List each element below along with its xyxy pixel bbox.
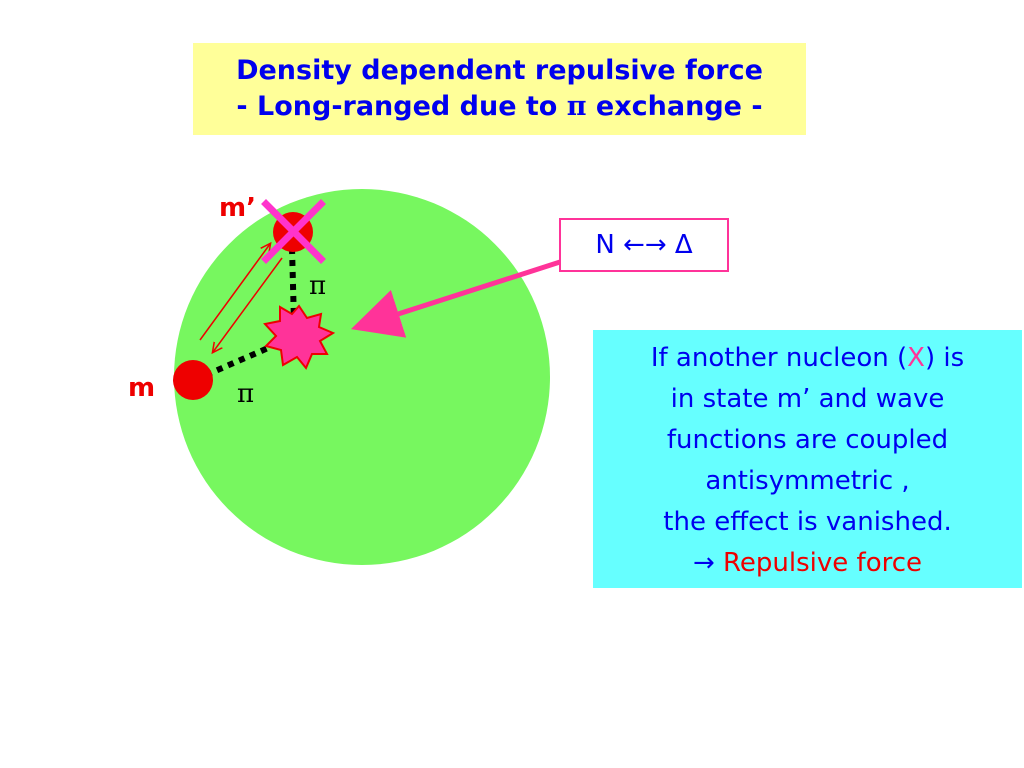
title-box: Density dependent repulsive force - Long… [193, 43, 806, 135]
info-line-5: the effect is vanished. [663, 507, 952, 537]
label-m-prime: m’ [219, 193, 256, 223]
title-line-2-end: exchange - [586, 91, 763, 122]
title-line-1: Density dependent repulsive force [236, 55, 763, 86]
nucleon-x-symbol: X [907, 343, 925, 373]
label-m: m [128, 373, 155, 403]
info-line-2: in state m’ and wave [670, 384, 945, 414]
info-line-4: antisymmetric , [705, 466, 910, 496]
info-line-1-end: ) is [924, 343, 965, 373]
nucleon-symbol: N [595, 230, 615, 260]
title-line-2: - Long-ranged due to π exchange - [193, 89, 806, 125]
label-pi-top: π [309, 271, 326, 301]
conclusion-text: Repulsive force [723, 548, 923, 578]
right-arrow-icon: → [692, 548, 715, 578]
delta-symbol: Δ [674, 230, 693, 260]
red-arrow-up [199, 244, 270, 341]
blocked-cross-icon [261, 199, 326, 264]
delta-burst [263, 304, 336, 370]
pointer-arrow [350, 259, 561, 338]
info-line-6: → Repulsive force [593, 543, 1022, 584]
info-line-1-start: If another nucleon ( [650, 343, 908, 373]
label-pi-bottom: π [237, 379, 254, 409]
info-box: If another nucleon (X) is in state m’ an… [593, 330, 1022, 588]
red-arrow-down [213, 257, 283, 352]
title-line-2-start: - Long-ranged due to [236, 91, 567, 122]
nucleus-circle [174, 189, 550, 565]
pion-line-vertical [289, 247, 297, 323]
info-line-1: If another nucleon (X) is [593, 338, 1022, 379]
transition-box: N ←→ Δ [559, 218, 729, 272]
info-line-3: functions are coupled [666, 425, 949, 455]
double-arrow-icon: ←→ [623, 230, 667, 260]
pi-symbol: π [566, 91, 587, 122]
nucleon-m [173, 360, 213, 400]
pion-line-diagonal [204, 342, 277, 378]
